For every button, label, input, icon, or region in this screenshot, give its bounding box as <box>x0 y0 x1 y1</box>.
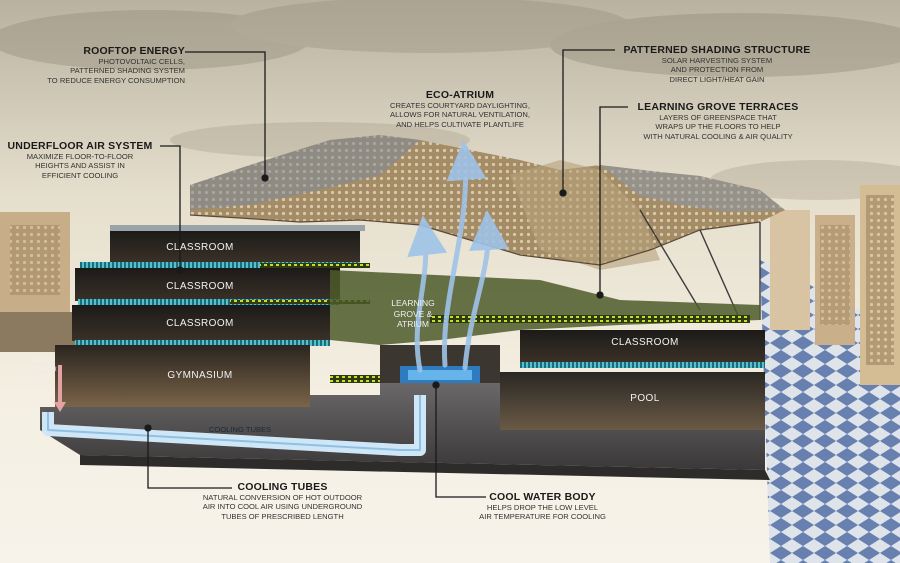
ground-section <box>40 383 770 480</box>
callout-eco-atrium: ECO-ATRIUM CREATES COURTYARD DAYLIGHTING… <box>380 89 540 129</box>
room-label-classroom-low: CLASSROOM <box>166 318 234 329</box>
label-line: ATRIUM <box>397 319 429 329</box>
label-line: OUTDOOR <box>22 365 57 373</box>
callout-line: WRAPS UP THE FLOORS TO HELP <box>655 122 781 132</box>
classroom-stack <box>55 225 370 407</box>
callout-line: DIRECT LIGHT/HEAT GAIN <box>669 74 765 84</box>
right-block <box>500 330 765 430</box>
callout-title: COOLING TUBES <box>237 481 328 493</box>
callout-line: HEIGHTS AND ASSIST IN <box>35 161 125 171</box>
callout-line: PATTERNED SHADING SYSTEM <box>70 66 185 76</box>
callout-line: NATURAL CONVERSION OF HOT OUTDOOR <box>202 493 363 502</box>
atrium-airflow-arrows <box>407 140 509 373</box>
label-line: HOT <box>31 358 47 365</box>
label-line: AIR IN <box>28 373 50 381</box>
callout-leaders <box>144 49 628 498</box>
callout-line: AIR TEMPERATURE FOR COOLING <box>479 512 606 522</box>
callout-cooling-tubes: COOLING TUBES NATURAL CONVERSION OF HOT … <box>180 481 385 521</box>
left-neighbor-buildings <box>0 212 80 352</box>
callout-cool-water-body: COOL WATER BODY HELPS DROP THE LOW LEVEL… <box>455 491 630 522</box>
learning-grove-atrium-label: LEARNING GROVE & ATRIUM <box>388 298 438 330</box>
room-label-pool: POOL <box>630 393 660 404</box>
room-label-classroom-mid: CLASSROOM <box>166 281 234 292</box>
room-label-gymnasium: GYMNASIUM <box>167 370 233 381</box>
label-line: LEARNING <box>391 298 435 308</box>
callout-line: TUBES OF PRESCRIBED LENGTH <box>221 511 344 521</box>
callout-line: TO REDUCE ENERGY CONSUMPTION <box>47 75 185 85</box>
callout-line: EFFICIENT COOLING <box>41 170 119 180</box>
callout-title: PATTERNED SHADING STRUCTURE <box>623 44 811 56</box>
right-street-scene <box>760 185 900 563</box>
pool-volume <box>500 372 765 430</box>
callout-line: AND PROTECTION FROM <box>670 65 764 75</box>
callout-line: PHOTOVOLTAIC CELLS, <box>98 57 185 66</box>
callout-title: COOL WATER BODY <box>489 491 596 503</box>
callout-title: ROOFTOP ENERGY <box>83 45 185 57</box>
callout-line: AIR INTO COOL AIR USING UNDERGROUND <box>202 502 363 512</box>
hot-air-in-label: HOT OUTDOOR AIR IN <box>22 358 57 381</box>
callout-line: ALLOWS FOR NATURAL VENTILATION, <box>390 110 530 120</box>
room-label-classroom-right: CLASSROOM <box>611 337 679 348</box>
callout-line: CREATES COURTYARD DAYLIGHTING, <box>390 101 530 110</box>
callout-rooftop-energy: ROOFTOP ENERGY PHOTOVOLTAIC CELLS, PATTE… <box>10 45 185 85</box>
callout-underfloor-air: UNDERFLOOR AIR SYSTEM MAXIMIZE FLOOR-TO-… <box>0 140 160 180</box>
cooling-tubes-inline-label: COOLING TUBES <box>208 425 272 434</box>
callout-line: WITH NATURAL COOLING & AIR QUALITY <box>643 131 793 141</box>
label-line: GROVE & <box>393 308 433 319</box>
callout-line: AND HELPS CULTIVATE PLANTLIFE <box>396 119 524 129</box>
callout-patterned-shading: PATTERNED SHADING STRUCTURE SOLAR HARVES… <box>618 44 816 84</box>
callout-title: UNDERFLOOR AIR SYSTEM <box>7 140 153 152</box>
callout-title: LEARNING GROVE TERRACES <box>637 101 799 113</box>
gymnasium-volume <box>55 345 310 407</box>
clouds <box>0 0 900 200</box>
callout-line: LAYERS OF GREENSPACE THAT <box>659 113 777 122</box>
callout-learning-grove: LEARNING GROVE TERRACES LAYERS OF GREENS… <box>628 101 808 141</box>
callout-line: HELPS DROP THE LOW LEVEL <box>486 503 599 512</box>
callout-line: MAXIMIZE FLOOR-TO-FLOOR <box>26 152 134 161</box>
callout-line: SOLAR HARVESTING SYSTEM <box>661 56 773 65</box>
callout-title: ECO-ATRIUM <box>425 89 495 101</box>
patterned-roof-canopy <box>189 135 785 321</box>
atrium-courtyard <box>330 270 760 384</box>
room-label-classroom-top: CLASSROOM <box>166 242 234 253</box>
cooling-tube <box>42 365 426 456</box>
